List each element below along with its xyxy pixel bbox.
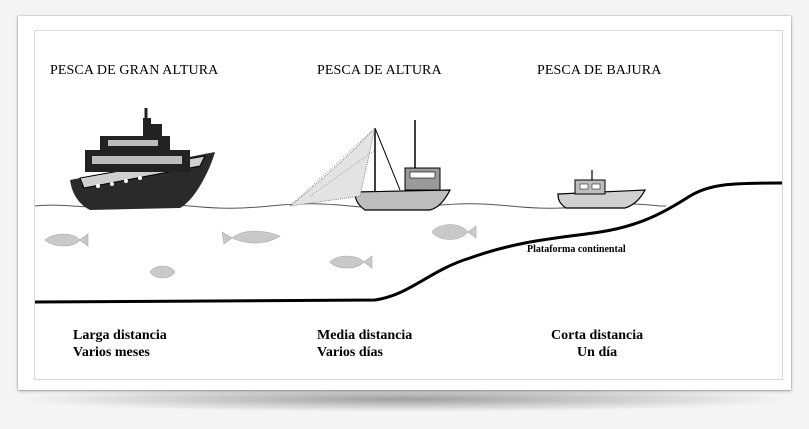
- caption-altura: Media distancia Varios días: [317, 327, 412, 361]
- caption-gran-altura-duration: Varios meses: [73, 345, 150, 360]
- caption-bajura-distance: Corta distancia: [551, 328, 644, 343]
- heading-bajura: PESCA DE BAJURA: [537, 63, 662, 78]
- medium-trawler-icon: [288, 120, 451, 211]
- heading-gran-altura: PESCA DE GRAN ALTURA: [50, 63, 219, 78]
- continental-shelf-label: Plataforma continental: [527, 244, 626, 255]
- fish-icon-1: [44, 233, 89, 247]
- caption-gran-altura-distance: Larga distancia: [73, 328, 167, 343]
- caption-gran-altura: Larga distancia Varios meses: [73, 327, 167, 361]
- small-boat-icon: [557, 170, 646, 209]
- fish-icon-5: [431, 224, 477, 240]
- fish-icon-3: [149, 265, 176, 279]
- caption-bajura: Corta distancia Un día: [551, 327, 643, 361]
- large-trawler-icon: [70, 108, 215, 210]
- frame-shadow: [14, 386, 795, 412]
- caption-altura-distance: Media distancia: [317, 328, 413, 343]
- fish-icon-4: [329, 255, 373, 269]
- fish-icon-2: [221, 230, 281, 245]
- caption-bajura-duration: Un día: [577, 345, 618, 360]
- sea-floor-line: [34, 181, 783, 304]
- caption-altura-duration: Varios días: [317, 345, 384, 360]
- heading-altura: PESCA DE ALTURA: [317, 63, 442, 78]
- fishing-net-icon: [288, 126, 376, 207]
